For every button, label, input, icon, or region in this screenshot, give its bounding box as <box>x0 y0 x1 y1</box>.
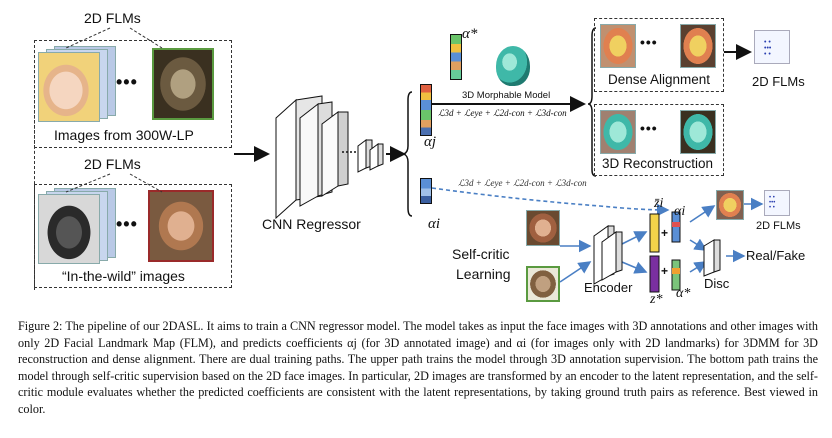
plus-2: + <box>661 264 669 278</box>
top-group-label: Images from 300W-LP <box>54 127 194 143</box>
main-connectors <box>234 27 764 293</box>
recon-face-2 <box>680 110 716 154</box>
disc-blocks <box>703 239 721 277</box>
alpha-i-bar-right <box>671 211 681 243</box>
reconstruction-box <box>594 104 724 176</box>
selfcritic-label-2: Learning <box>456 266 511 282</box>
disc-label: Disc <box>704 276 730 291</box>
cnn-regressor-label: CNN Regressor <box>262 216 361 232</box>
top-face-stack <box>38 46 118 122</box>
input-group-outline <box>34 40 234 290</box>
encoder-blocks <box>593 225 623 285</box>
dense-alignment-label: Dense Alignment <box>608 72 711 87</box>
selfcritic-label-1: Self-critic <box>452 246 510 262</box>
alpha-j-bar <box>420 84 432 136</box>
ellipsis-dots: ••• <box>640 120 658 136</box>
plus-1: + <box>661 226 669 240</box>
morphable-model-head <box>496 46 530 86</box>
aligned-face-output <box>716 190 744 220</box>
dense-face-1 <box>600 24 636 68</box>
z-star-label: z* <box>650 292 663 307</box>
lower-loss-label: ℒ3d + ℒeye + ℒ2d-con + ℒ3d-con <box>458 178 587 188</box>
real-fake-label: Real/Fake <box>746 248 806 263</box>
ellipsis-dots: ••• <box>116 214 138 234</box>
alpha-i-bar <box>420 178 432 204</box>
flm-dots-top: • ••••• • <box>764 39 772 58</box>
recon-face-1 <box>600 110 636 154</box>
dark-face-image <box>152 48 214 120</box>
selfcritic-face-2 <box>526 266 560 302</box>
reconstruction-label: 3D Reconstruction <box>602 156 714 171</box>
alpha-i-right-label: αi <box>674 204 686 219</box>
cnn-small-blocks <box>357 139 384 173</box>
flm-dots-bottom: • ••••• • <box>769 195 776 211</box>
alpha-star-bar-right <box>671 259 681 291</box>
z-i-label: z̄i <box>654 196 664 211</box>
flm-pointer-lines-top <box>65 27 163 49</box>
alpha-star-top-label: α* <box>462 26 478 42</box>
flm-output-top-label: 2D FLMs <box>752 74 805 89</box>
flm-output-bottom-label: 2D FLMs <box>756 220 801 232</box>
selfcritic-face-1 <box>526 210 560 246</box>
alpha-i-label: αi <box>428 216 441 232</box>
blonde-face-image <box>38 52 100 122</box>
bottom-flm-label: 2D FLMs <box>84 156 141 172</box>
top-flm-label: 2D FLMs <box>84 10 141 26</box>
ellipsis-dots: ••• <box>640 34 658 50</box>
cnn-blocks <box>275 95 349 220</box>
alpha-star-right-label: α* <box>676 286 691 301</box>
alpha-j-label: αj <box>424 134 437 150</box>
figure-caption: Figure 2: The pipeline of our 2DASL. It … <box>18 318 818 418</box>
morphable-model-label: 3D Morphable Model <box>462 90 551 101</box>
dense-alignment-box <box>594 18 724 92</box>
top-image-group <box>34 40 232 148</box>
ellipsis-dots: ••• <box>116 72 138 92</box>
dense-face-2 <box>680 24 716 68</box>
bottom-image-group <box>34 184 232 288</box>
flm-pointer-lines-bottom <box>65 173 163 193</box>
bw-face-image <box>38 194 100 264</box>
bottom-group-label: “In-the-wild” images <box>62 268 185 284</box>
caption-text: Figure 2: The pipeline of our 2DASL. It … <box>18 319 818 416</box>
wild-face-image <box>148 190 214 262</box>
pipeline-figure: 2D FLMs ••• Images from 300W-LP 2D FLMs … <box>34 10 806 307</box>
encoder-label: Encoder <box>584 280 633 295</box>
alpha-star-bar-top <box>450 34 462 80</box>
bottom-face-stack <box>38 188 118 264</box>
flm-output-bottom-image <box>764 190 790 216</box>
upper-loss-label: ℒ3d + ℒeye + ℒ2d-con + ℒ3d-con <box>438 108 567 118</box>
flm-output-top-image <box>754 30 790 64</box>
